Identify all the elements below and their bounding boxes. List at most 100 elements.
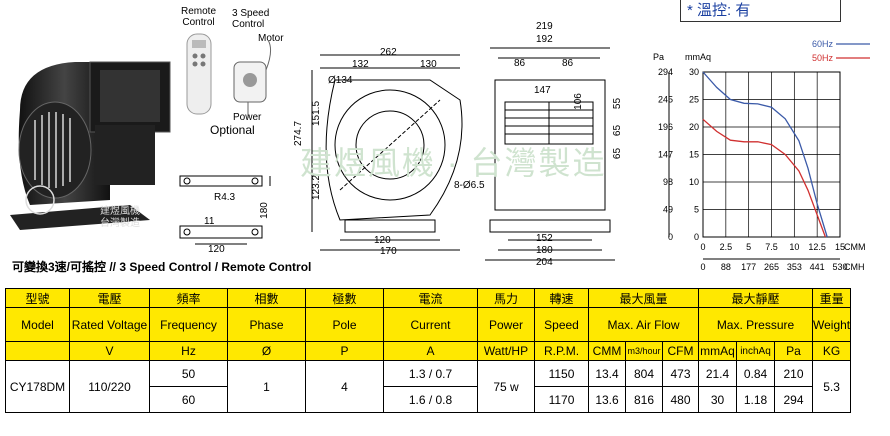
h-voltage: Rated Voltage (69, 307, 150, 342)
cell-inchaq: 0.84 (736, 360, 775, 387)
h-pressure: Max. Pressure (698, 307, 813, 342)
h-speed-zh: 轉速 (534, 288, 589, 308)
performance-chart: 002.58851777.52651035312.544115530302942… (653, 39, 870, 272)
cell-inchaq: 1.18 (736, 386, 775, 413)
dim-65a: 65 (612, 124, 624, 137)
y-tick-mmaq: 15 (689, 150, 699, 160)
u-hz: Hz (149, 341, 228, 361)
x-tick-cmh: 265 (764, 262, 779, 272)
x-tick-cmh: 88 (721, 262, 731, 272)
u-inchaq: inchAq (736, 341, 775, 361)
y-tick-mmaq: 5 (694, 205, 699, 215)
dim-132: 132 (352, 59, 369, 70)
dim-106: 106 (572, 93, 584, 110)
cell-cmm: 13.6 (588, 386, 626, 413)
u-mmaq: mmAq (698, 341, 737, 361)
x-tick-cmh: 530 (832, 262, 847, 272)
x-tick-cmh: 441 (810, 262, 825, 272)
dim-151: 151.5 (311, 100, 323, 127)
x-tick-cmm: 10 (789, 242, 799, 252)
x-label-cmh: CMH (844, 262, 865, 272)
data-row-60hz: 60 1.6 / 0.8 1170 13.6 816 480 30 1.18 2… (6, 386, 851, 413)
x-tick-cmm: 0 (700, 242, 705, 252)
x-tick-cmm: 5 (746, 242, 751, 252)
h-frequency: Frequency (149, 307, 228, 342)
y-tick-pa: 98 (663, 177, 673, 187)
cell-weight: 5.3 (811, 360, 852, 413)
x-label-cmm: CMM (844, 242, 866, 252)
speed-controller-icon (233, 40, 272, 118)
cell-rpm: 1170 (534, 386, 589, 413)
watermark: 建煜風機 · 台灣製造 (300, 145, 607, 181)
y-tick-pa: 245 (658, 95, 673, 105)
series-line-60Hz (702, 71, 828, 238)
data-row-50hz: CY178DM 110/220 50 1 4 1.3 / 0.7 75 w 11… (5, 360, 852, 413)
h-airflow-zh: 最大風量 (588, 288, 699, 308)
h-phase: Phase (227, 307, 306, 342)
cell-rpm: 1150 (534, 360, 589, 387)
x-tick-cmh: 177 (741, 262, 756, 272)
y-tick-pa: 147 (658, 150, 673, 160)
u-watt: Watt/HP (477, 341, 535, 361)
dim-55: 55 (612, 97, 624, 110)
x-tick-cmm: 12.5 (808, 242, 826, 252)
h-pole: Pole (305, 307, 384, 342)
dim-180: 180 (536, 245, 553, 256)
cell-pole: 4 (305, 360, 384, 413)
bracket-180: 180 (258, 202, 270, 219)
cell-power: 75 w (477, 360, 535, 413)
h-phase-zh: 相數 (227, 288, 306, 308)
y-tick-mmaq: 0 (694, 232, 699, 242)
dim-170: 170 (380, 246, 397, 257)
y-tick-mmaq: 25 (689, 95, 699, 105)
h-speed: Speed (534, 307, 589, 342)
cell-pa: 294 (774, 386, 813, 413)
dim-65b: 65 (612, 147, 624, 160)
remote-control-icon (186, 33, 212, 115)
legend-label-60Hz: 60Hz (812, 39, 834, 49)
u-cfm: CFM (662, 341, 699, 361)
dim-152: 152 (536, 233, 553, 244)
cell-cmm: 13.4 (588, 360, 626, 387)
y-tick-mmaq: 30 (689, 67, 699, 77)
cell-mmaq: 21.4 (698, 360, 737, 387)
h-frequency-zh: 頻率 (149, 288, 228, 308)
h-power-zh: 馬力 (477, 288, 535, 308)
dim-120: 120 (374, 235, 391, 246)
bracket-120: 120 (208, 244, 225, 255)
x-tick-cmh: 353 (787, 262, 802, 272)
u-model (5, 341, 70, 361)
logo-text: 建煜風機 台灣製造 (100, 206, 140, 229)
header-row-chinese: 型號 電壓 頻率 相數 極數 電流 馬力 轉速 最大風量 最大靜壓 重量 (5, 288, 852, 308)
caption: 可變換3速/可搖控 // 3 Speed Control / Remote Co… (12, 260, 312, 274)
cell-mmaq: 30 (698, 386, 737, 413)
cell-model: CY178DM (5, 360, 70, 413)
dim-147: 147 (534, 85, 551, 96)
dim-130: 130 (420, 59, 437, 70)
y-tick-mmaq: 20 (689, 122, 699, 132)
header-row-units: V Hz Ø P A Watt/HP R.P.M. CMM m3/hour CF… (5, 341, 852, 361)
spec-table: 型號 電壓 頻率 相數 極數 電流 馬力 轉速 最大風量 最大靜壓 重量 Mod… (5, 288, 852, 413)
cell-voltage: 110/220 (69, 360, 150, 413)
dim-262: 262 (380, 47, 397, 58)
h-model-zh: 型號 (5, 288, 70, 308)
h-current-zh: 電流 (383, 288, 478, 308)
y-tick-pa: 196 (658, 122, 673, 132)
h-pole-zh: 極數 (305, 288, 384, 308)
h-weight-zh: 重量 (811, 288, 852, 308)
dim-86a: 86 (514, 58, 526, 69)
u-kg: KG (811, 341, 852, 361)
y-tick-pa: 49 (663, 205, 673, 215)
u-m3h: m3/hour (625, 341, 663, 361)
optional-label: Optional (210, 123, 255, 137)
x-tick-cmm: 7.5 (765, 242, 778, 252)
cell-cfm: 473 (662, 360, 699, 387)
cell-current: 1.6 / 0.8 (383, 386, 478, 413)
dim-86b: 86 (562, 58, 574, 69)
motor-label: Motor (258, 33, 284, 44)
y-tick-pa: 0 (668, 232, 673, 242)
dim-204: 204 (536, 257, 553, 268)
h-weight: Weight (811, 307, 852, 342)
u-rpm: R.P.M. (534, 341, 589, 361)
legend-label-50Hz: 50Hz (812, 53, 834, 63)
